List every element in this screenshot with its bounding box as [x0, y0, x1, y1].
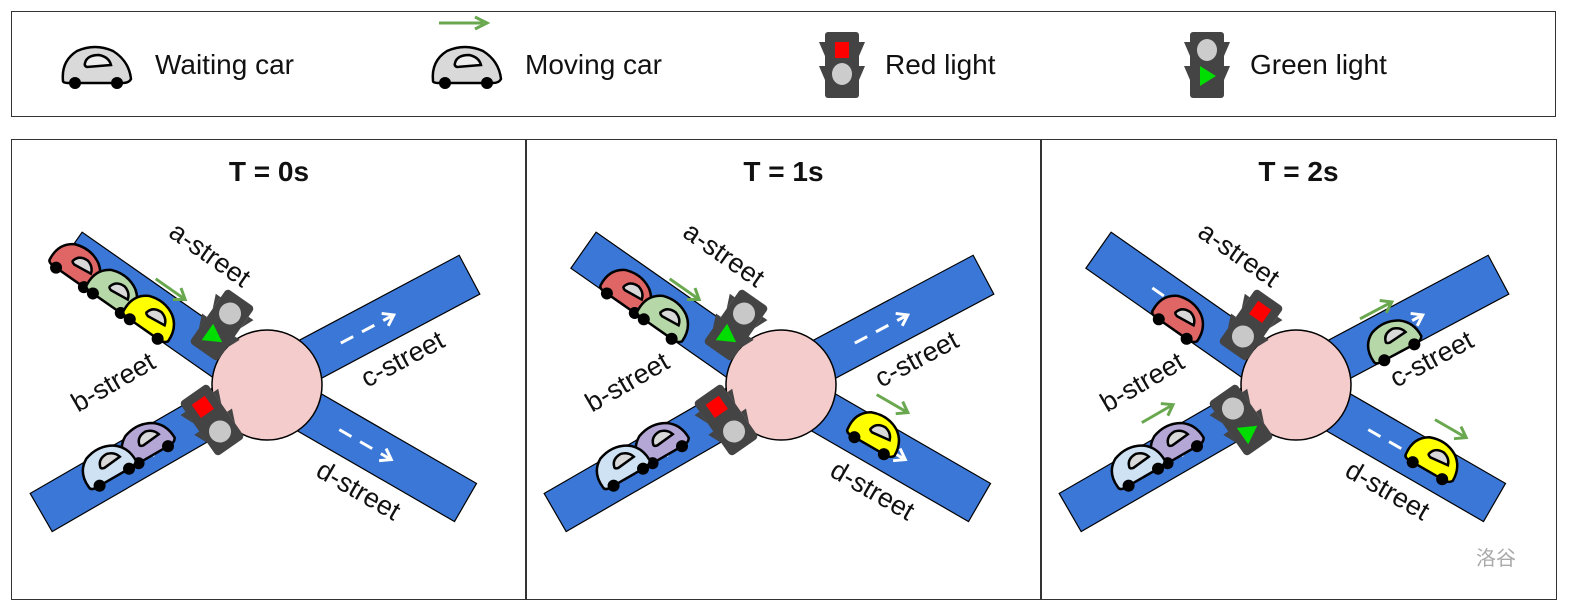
green-light-icon	[1209, 384, 1273, 456]
junction-circle	[725, 329, 837, 441]
red-light-icon	[819, 32, 865, 98]
car-window	[98, 451, 122, 470]
green-light-icon	[190, 289, 254, 361]
car-wheel	[637, 313, 650, 326]
car-wheel	[1378, 354, 1391, 367]
car-window	[1127, 451, 1151, 470]
street-label: b-street	[1095, 346, 1190, 418]
legend: Waiting car Moving car Red light Green l…	[11, 11, 1556, 117]
red-light-icon	[694, 384, 758, 456]
legend-label-green-light: Green light	[1250, 49, 1387, 80]
car-wheel	[50, 261, 63, 274]
car	[1404, 418, 1469, 486]
car-window	[1384, 326, 1408, 345]
car-window	[108, 282, 130, 302]
green-light-icon	[1184, 32, 1230, 98]
car-wheel	[1436, 473, 1449, 486]
car-wheel	[1191, 440, 1204, 453]
panel-title: T = 0s	[228, 156, 310, 187]
car	[1359, 298, 1423, 367]
red-light-icon	[1219, 289, 1283, 361]
legend-label-red-light: Red light	[885, 49, 996, 80]
car-wheel	[1152, 313, 1165, 326]
car-window	[869, 423, 892, 442]
moving-car-icon	[431, 15, 503, 89]
legend-label-waiting-car: Waiting car	[155, 49, 295, 80]
junction-circle	[211, 329, 323, 441]
car-wheel	[637, 462, 650, 475]
car-window	[145, 308, 167, 328]
car-wheel	[1408, 338, 1421, 351]
watermark: 洛谷	[1476, 546, 1516, 570]
car-wheel	[151, 332, 164, 345]
direction-arrow-icon	[340, 311, 397, 345]
car-wheel	[665, 332, 678, 345]
car	[1110, 444, 1166, 492]
red-light-icon	[180, 384, 244, 456]
car-wheel	[1180, 332, 1193, 345]
car-wheel	[86, 287, 99, 300]
waiting-car-icon	[61, 45, 133, 89]
car-wheel	[93, 479, 106, 492]
car-wheel	[676, 440, 689, 453]
legend-item-green-light: Green light	[1182, 12, 1387, 118]
moving-arrow-icon	[875, 393, 911, 416]
legend-label-moving-car: Moving car	[525, 49, 662, 80]
car-window	[659, 308, 681, 328]
moving-arrow-icon	[1434, 418, 1469, 441]
car-window	[1166, 429, 1190, 448]
street-label: b-street	[580, 346, 675, 418]
car-wheel	[123, 313, 136, 326]
car-window	[622, 282, 644, 302]
car-wheel	[1406, 456, 1419, 469]
legend-item-waiting-car: Waiting car	[57, 12, 294, 118]
street-label: b-street	[66, 346, 161, 418]
car	[1150, 294, 1205, 345]
street-label: a-street	[678, 216, 771, 293]
car-wheel	[162, 440, 175, 453]
car-wheel	[1122, 479, 1135, 492]
car	[635, 277, 702, 345]
car-wheel	[1152, 462, 1165, 475]
car-wheel	[877, 448, 890, 461]
car	[121, 277, 188, 345]
car	[845, 393, 911, 461]
car-wheel	[607, 479, 620, 492]
car-wheel	[123, 462, 136, 475]
junction-circle	[1240, 329, 1352, 441]
car-wheel	[600, 287, 613, 300]
car	[120, 421, 176, 470]
car-window	[1427, 448, 1450, 467]
car-wheel	[848, 431, 861, 444]
panel-title: T = 2s	[1258, 156, 1339, 187]
moving-arrow-icon	[154, 277, 188, 301]
car	[595, 444, 651, 492]
moving-arrow-icon	[1359, 298, 1395, 321]
street-label: a-street	[164, 216, 257, 293]
legend-item-moving-car: Moving car	[427, 12, 662, 118]
car-window	[651, 429, 675, 448]
panel-title: T = 1s	[743, 156, 824, 187]
car-window	[612, 451, 636, 470]
legend-item-red-light: Red light	[817, 12, 996, 118]
street-label: a-street	[1193, 216, 1286, 293]
green-light-icon	[704, 289, 768, 361]
car	[81, 444, 137, 492]
moving-arrow-icon	[1141, 402, 1176, 424]
direction-arrow-icon	[854, 311, 911, 345]
direction-arrow-icon	[338, 428, 394, 463]
moving-arrow-icon	[668, 277, 702, 301]
car-window	[1174, 308, 1196, 328]
car-window	[71, 256, 93, 276]
car-window	[137, 429, 161, 448]
